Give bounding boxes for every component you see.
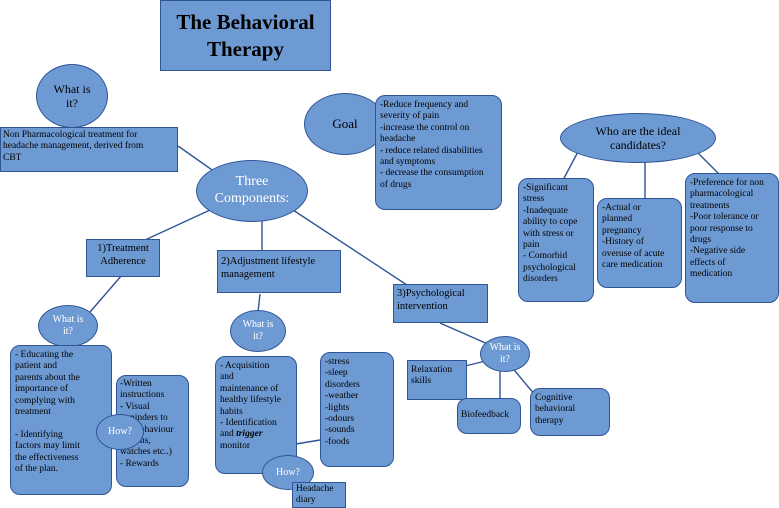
component-3-box: 3)Psychological intervention bbox=[393, 284, 488, 323]
cognitive-therapy-box: Cognitive behavioral therapy bbox=[530, 388, 610, 436]
component-1-how-bubble: How? bbox=[96, 414, 144, 450]
component-2-detail-box: - Acquisition and maintenance of healthy… bbox=[215, 356, 297, 474]
headache-diary-box: Headache diary bbox=[292, 482, 346, 508]
triggers-box: -stress -sleep disorders -weather -light… bbox=[320, 352, 394, 467]
component-1-box: 1)Treatment Adherence bbox=[86, 239, 160, 277]
goal-details-box: -Reduce frequency and severity of pain -… bbox=[375, 95, 502, 210]
component-1-what-bubble: What is it? bbox=[38, 305, 98, 347]
component-2-detail-text-end: monitor bbox=[220, 440, 251, 451]
page-title: The Behavioral Therapy bbox=[160, 0, 331, 71]
trigger-word: trigger bbox=[236, 429, 263, 440]
what-is-it-main-bubble: What is it? bbox=[36, 64, 108, 128]
candidates-bubble: Who are the ideal candidates? bbox=[560, 113, 716, 163]
candidates-box-3: -Preference for non pharmacological trea… bbox=[685, 173, 779, 303]
component-2-detail-text: - Acquisition and maintenance of healthy… bbox=[220, 361, 281, 440]
biofeedback-box: Biofeedback bbox=[457, 398, 521, 434]
component-2-box: 2)Adjustment lifestyle management bbox=[217, 250, 341, 293]
candidates-box-2: -Actual or planned pregnancy -History of… bbox=[597, 198, 682, 288]
component-1-detail-box: - Educating the patient and parents abou… bbox=[10, 345, 112, 495]
goal-bubble: Goal bbox=[304, 93, 386, 155]
candidates-box-1: -Significant stress -Inadequate ability … bbox=[518, 178, 594, 302]
relaxation-skills-box: Relaxation skills bbox=[407, 360, 467, 400]
component-2-how-bubble: How? bbox=[262, 455, 314, 490]
component-2-what-bubble: What is it? bbox=[230, 310, 286, 352]
three-components-bubble: Three Components: bbox=[196, 160, 308, 222]
definition-box: Non Pharmacological treatment for headac… bbox=[0, 127, 178, 172]
component-3-what-bubble: What is it? bbox=[480, 336, 530, 372]
